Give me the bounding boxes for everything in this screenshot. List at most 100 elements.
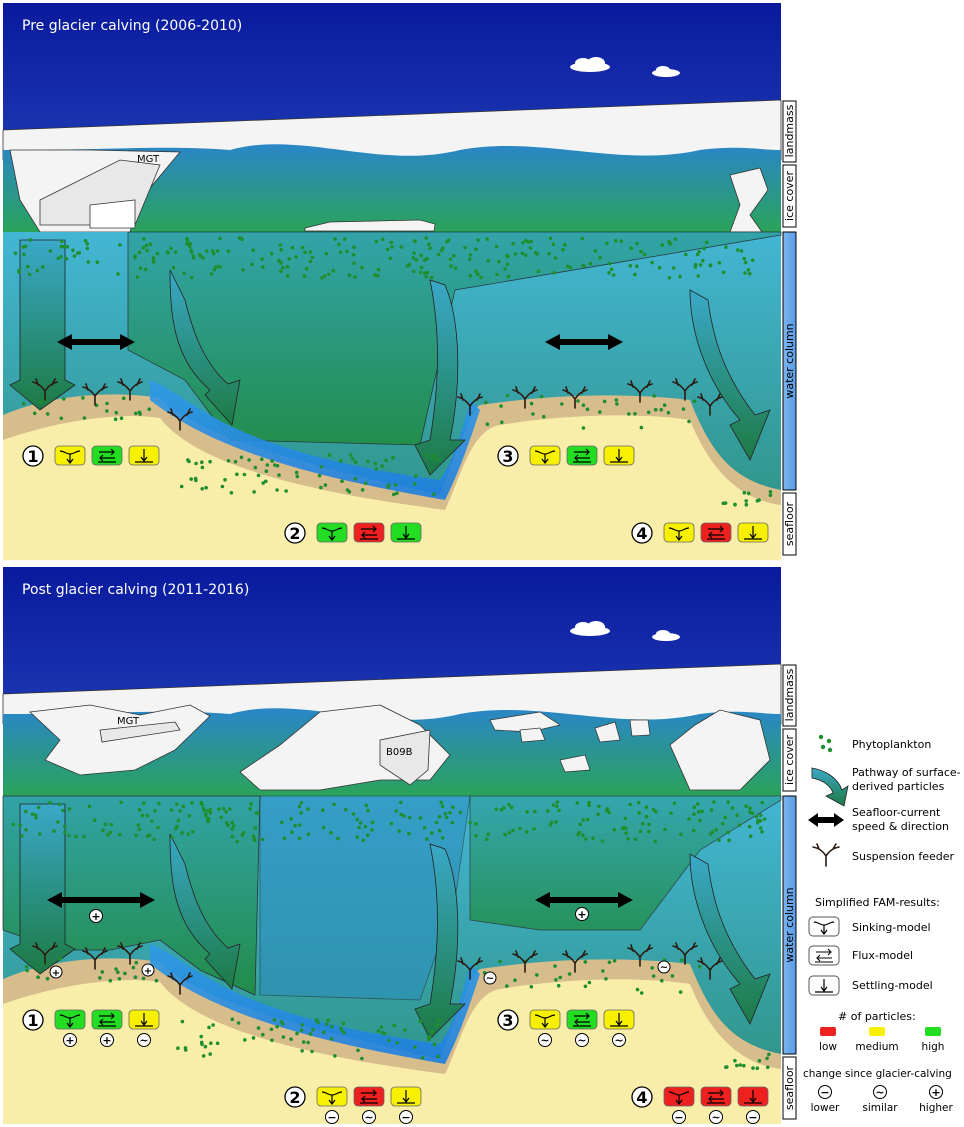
phytoplankton-particle — [208, 811, 213, 815]
station-1: 1++~ — [22, 1009, 160, 1047]
suspension-feeder — [672, 378, 698, 401]
phytoplankton-particle — [768, 490, 773, 494]
phytoplankton-particle — [140, 813, 145, 818]
suspension-feeder-icon — [812, 843, 840, 867]
suspension-feeder — [697, 393, 723, 416]
phytoplankton-particle — [189, 250, 194, 254]
phytoplankton-particle — [474, 269, 478, 274]
phytoplankton-particle — [299, 1028, 304, 1033]
phytoplankton-particle — [503, 267, 507, 271]
phytoplankton-particle — [355, 835, 360, 839]
phytoplankton-particle — [698, 263, 703, 267]
phytoplankton-particle — [427, 242, 431, 247]
phytoplankton-particle — [413, 1045, 417, 1049]
phytoplankton-particle — [279, 269, 283, 274]
phytoplankton-particle — [63, 824, 67, 829]
phytoplankton-particle — [148, 242, 153, 246]
phytoplankton-particle — [173, 250, 178, 254]
phytoplankton-particle — [243, 1038, 247, 1042]
phytoplankton-particle — [513, 252, 518, 256]
phytoplankton-particle — [448, 811, 452, 815]
phytoplankton-particle — [586, 817, 590, 822]
phytoplankton-particle — [509, 805, 514, 810]
phytoplankton-particle — [395, 1041, 400, 1045]
phytoplankton-particle — [612, 959, 617, 963]
phytoplankton-particle — [486, 258, 491, 263]
phytoplankton-particle — [692, 805, 697, 809]
phytoplankton-particle — [24, 964, 29, 969]
phytoplankton-particle — [726, 800, 730, 804]
phytoplankton-particle — [230, 820, 234, 825]
phytoplankton-particle — [86, 260, 91, 264]
phytoplankton-particle — [615, 402, 619, 406]
phytoplankton-particle — [566, 264, 570, 269]
fam-result-badge — [91, 1009, 123, 1030]
phytoplankton-particle — [32, 411, 37, 416]
phytoplankton-particle — [155, 251, 160, 256]
phytoplankton-particle — [604, 977, 608, 981]
phytoplankton-particle — [723, 815, 727, 820]
phytoplankton-particle — [58, 957, 63, 961]
phytoplankton-particle — [194, 461, 198, 466]
phytoplankton-particle — [230, 834, 235, 839]
phytoplankton-particle — [697, 964, 702, 969]
phytoplankton-particle — [343, 807, 348, 812]
sinking-model-icon — [808, 916, 840, 937]
phytoplankton-particle — [667, 276, 672, 280]
phytoplankton-particle — [204, 249, 209, 253]
iceberg-label-b09b: B09B — [386, 747, 413, 758]
phytoplankton-particle — [581, 818, 586, 822]
phytoplankton-particle — [402, 814, 406, 818]
phytoplankton-particle — [59, 244, 64, 249]
phytoplankton-particle — [137, 250, 142, 255]
phytoplankton-particle — [300, 1023, 305, 1027]
phytoplankton-particle — [712, 800, 716, 804]
phytoplankton-particle — [13, 251, 18, 256]
phytoplankton-particle — [556, 983, 561, 988]
phytoplankton-particle — [308, 1032, 313, 1036]
phytoplankton-particle — [436, 1054, 440, 1059]
phytoplankton-particle — [59, 416, 64, 421]
legend-change-lower: − — [818, 1085, 832, 1099]
phytoplankton-particle — [432, 453, 437, 458]
legend: Phytoplankton Pathway of surface- derive… — [803, 734, 961, 1114]
legend-change-lower-label: lower — [811, 1102, 840, 1114]
phytoplankton-particle — [698, 818, 702, 823]
phytoplankton-particle — [327, 272, 331, 277]
svg-text:seafloor: seafloor — [783, 501, 796, 546]
phytoplankton-particle — [704, 240, 709, 244]
svg-text:+: + — [577, 908, 586, 921]
phytoplankton-particle — [226, 459, 231, 463]
phytoplankton-particle — [200, 802, 204, 807]
phytoplankton-particle — [365, 833, 370, 837]
phytoplankton-particle — [575, 801, 579, 805]
phytoplankton-particle — [714, 828, 718, 832]
phytoplankton-particle — [657, 265, 662, 270]
phytoplankton-particle — [485, 422, 490, 427]
phytoplankton-particle — [581, 833, 585, 837]
phytoplankton-particle — [395, 491, 399, 496]
phytoplankton-particle — [437, 815, 442, 819]
phytoplankton-particle — [376, 1029, 381, 1033]
phytoplankton-particle — [701, 258, 705, 263]
phytoplankton-particle — [178, 809, 182, 813]
phytoplankton-particle — [629, 246, 633, 250]
phytoplankton-particle — [293, 823, 298, 828]
suspension-feeder — [562, 950, 588, 973]
phytoplankton-particle — [439, 248, 444, 253]
phytoplankton-particle — [370, 820, 375, 825]
phytoplankton-particle — [270, 1038, 274, 1042]
phytoplankton-particle — [755, 1066, 760, 1070]
suspension-feeder — [82, 947, 108, 970]
phytoplankton-particle — [525, 810, 529, 814]
phytoplankton-particle — [412, 482, 417, 486]
phytoplankton-particle — [141, 976, 146, 981]
phytoplankton-particle — [374, 467, 379, 471]
phytoplankton-particle — [474, 822, 478, 826]
phytoplankton-particle — [609, 267, 614, 272]
fam-result-badge — [566, 445, 598, 466]
phytoplankton-particle — [364, 803, 369, 808]
phytoplankton-particle — [151, 256, 156, 260]
phytoplankton-particle — [297, 804, 302, 809]
phytoplankton-particle — [65, 244, 70, 249]
